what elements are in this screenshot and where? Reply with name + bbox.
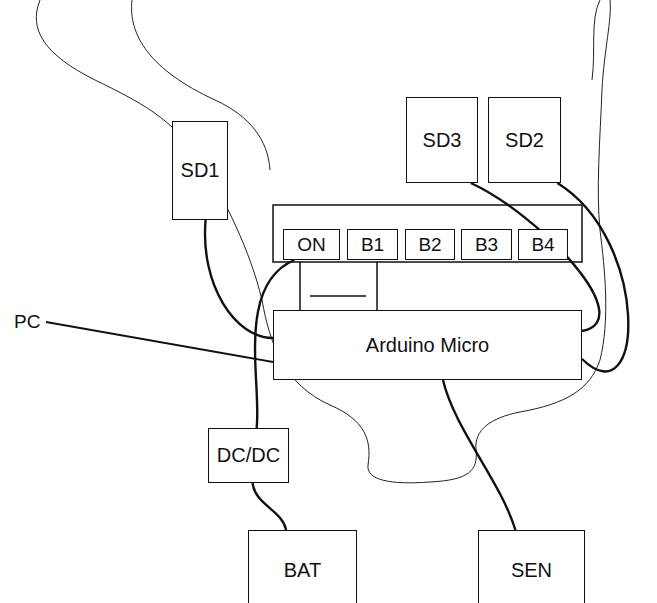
finger-outline-path: [592, 0, 600, 80]
hand-outline-path: [36, 0, 610, 483]
hand-outline: [36, 0, 610, 483]
pc-cable: [46, 322, 273, 362]
box-label: Arduino Micro: [366, 334, 489, 357]
box-label: ON: [297, 234, 326, 256]
button-box: B1: [347, 229, 398, 260]
wire-path: [205, 220, 273, 338]
button-box: B2: [405, 229, 455, 260]
box-label: B4: [531, 234, 554, 256]
box-label: B1: [361, 234, 384, 256]
wire: [205, 220, 273, 338]
button-panel: [273, 205, 582, 262]
button-box: B4: [518, 229, 568, 260]
box-label: B3: [475, 234, 498, 256]
sensor-box: SD2: [488, 97, 561, 183]
box-label: SD1: [181, 159, 220, 182]
button-box: B3: [461, 229, 512, 260]
connector-line: [310, 295, 366, 297]
converter-box: DC/DC: [208, 428, 289, 483]
wire: [253, 483, 287, 530]
connector-line: [376, 262, 378, 310]
box-label: SD3: [423, 129, 462, 152]
wire: [443, 380, 516, 530]
box-label: SEN: [511, 559, 552, 582]
panel-connector: [300, 262, 377, 310]
wire-path: [253, 483, 287, 530]
box-label: BAT: [284, 559, 321, 582]
sensor-box: SEN: [478, 530, 585, 603]
button-box: ON: [283, 229, 340, 260]
box-label: SD2: [505, 129, 544, 152]
box-label: B2: [418, 234, 441, 256]
battery-box: BAT: [248, 530, 357, 603]
box-label: DC/DC: [217, 444, 280, 467]
port-label: PC: [12, 311, 42, 333]
controller-box: Arduino Micro: [273, 310, 582, 380]
wire-path: [443, 380, 516, 530]
sensor-box: SD3: [406, 97, 478, 183]
connector-line: [299, 262, 301, 310]
sensor-box: SD1: [172, 121, 228, 220]
